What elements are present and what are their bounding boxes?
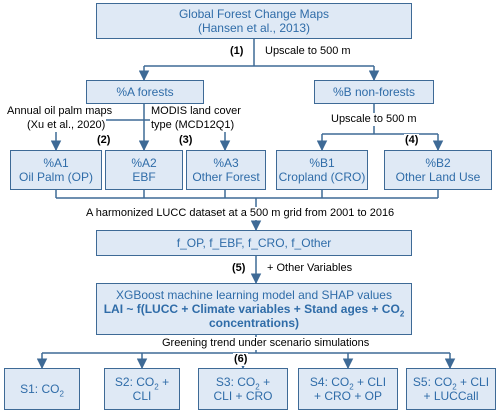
nonforests-box: %B non-forests xyxy=(314,80,434,104)
global-forest-change-title: Global Forest Change Maps xyxy=(178,7,330,21)
scenario-box-s5: S5: CO2 + CLI + LUCCall xyxy=(406,368,496,410)
class-box-a2: %A2 EBF xyxy=(105,150,183,190)
model-formula: LAI ~ f(LUCC + Climate variables + Stand… xyxy=(103,302,400,316)
fraction-variables-box: f_OP, f_EBF, f_CRO, f_Other xyxy=(96,230,412,256)
scenario-s5-line1: S5: CO2 + CLI xyxy=(412,375,490,392)
forests-label: %A forests xyxy=(116,85,174,99)
model-formula-line: LAI ~ f(LUCC + Climate variables + Stand… xyxy=(103,302,405,319)
class-b2-code: %B2 xyxy=(425,156,451,170)
class-box-a3: %A3 Other Forest xyxy=(186,150,266,190)
scenario-box-s2: S2: CO2 + CLI xyxy=(104,368,180,410)
nonforests-label: %B non-forests xyxy=(332,85,416,99)
scenario-box-s1: S1: CO2 xyxy=(4,368,80,410)
scenario-s4-line2: + CRO + OP xyxy=(313,389,383,403)
step-4-number: (4) xyxy=(404,134,420,147)
forests-box: %A forests xyxy=(86,80,204,104)
scenario-s2-line1: S2: CO2 + xyxy=(114,375,170,392)
scenario-box-s4: S4: CO2 + CLI + CRO + OP xyxy=(298,368,398,410)
scenario-s3-line2: CLI + CRO xyxy=(213,389,273,403)
harmonized-dataset-label: A harmonized LUCC dataset at a 500 m gri… xyxy=(85,207,396,220)
class-box-b2: %B2 Other Land Use xyxy=(384,150,492,190)
class-a1-code: %A1 xyxy=(43,156,69,170)
upscale-nonforest-label: Upscale to 500 m xyxy=(330,113,418,126)
class-b1-code: %B1 xyxy=(309,156,335,170)
scenario-s1-line: S1: CO2 xyxy=(20,382,64,399)
step-1-number: (1) xyxy=(229,45,245,58)
modis-label-type: type (MCD12Q1) xyxy=(150,119,236,132)
scenario-s4-subscript: 2 xyxy=(349,382,354,392)
scenario-s5-text-b: + CLI xyxy=(456,375,490,389)
xgboost-model-box: XGBoost machine learning model and SHAP … xyxy=(96,283,412,335)
scenario-s5-line2: + LUCCall xyxy=(423,389,479,403)
scenario-s4-text: S4: CO xyxy=(309,375,350,389)
class-a3-name: Other Forest xyxy=(192,170,260,184)
step-5-number: (5) xyxy=(231,262,247,275)
step-1-label: Upscale to 500 m xyxy=(264,45,352,58)
scenario-s2-text: S2: CO xyxy=(114,375,155,389)
scenario-s3-line1: S3: CO2 + xyxy=(215,375,271,392)
class-a2-name: EBF xyxy=(132,170,156,184)
model-formula-end: concentrations) xyxy=(208,316,299,330)
class-b2-name: Other Land Use xyxy=(395,170,481,184)
step-3-number: (3) xyxy=(178,134,194,147)
scenario-s2-line2: CLI xyxy=(132,389,152,403)
class-b1-name: Cropland (CRO) xyxy=(278,170,366,184)
scenario-s3-text-b: + xyxy=(259,375,271,389)
greening-trend-label: Greening trend under scenario simulation… xyxy=(161,337,371,350)
oil-palm-maps-citation: (Xu et al., 2020) xyxy=(26,119,107,132)
scenario-s1-text: S1: CO xyxy=(20,382,60,396)
scenario-s1-subscript: 2 xyxy=(59,389,64,399)
class-box-b1: %B1 Cropland (CRO) xyxy=(276,150,368,190)
scenario-s2-text-b: + xyxy=(158,375,170,389)
scenario-s4-text-b: + CLI xyxy=(353,375,387,389)
model-title: XGBoost machine learning model and SHAP … xyxy=(116,288,392,302)
modis-label: MODIS land cover xyxy=(150,105,242,118)
scenario-s5-subscript: 2 xyxy=(452,382,457,392)
fraction-variables-label: f_OP, f_EBF, f_CRO, f_Other xyxy=(176,236,332,250)
scenario-s3-subscript: 2 xyxy=(255,382,260,392)
scenario-s5-text: S5: CO xyxy=(412,375,453,389)
class-box-a1: %A1 Oil Palm (OP) xyxy=(10,150,102,190)
scenario-s4-line1: S4: CO2 + CLI xyxy=(309,375,387,392)
oil-palm-maps-label: Annual oil palm maps xyxy=(6,105,114,118)
step-5-label: + Other Variables xyxy=(266,262,354,275)
step-2-number: (2) xyxy=(96,134,112,147)
step-6-number: (6) xyxy=(233,353,249,366)
scenario-s2-subscript: 2 xyxy=(154,382,159,392)
model-formula-subscript: 2 xyxy=(399,309,405,319)
class-a1-name: Oil Palm (OP) xyxy=(18,170,93,184)
class-a3-code: %A3 xyxy=(213,156,239,170)
global-forest-change-citation: (Hansen et al., 2013) xyxy=(197,21,311,35)
scenario-box-s3: S3: CO2 + CLI + CRO xyxy=(198,368,288,410)
scenario-s3-text: S3: CO xyxy=(215,375,256,389)
class-a2-code: %A2 xyxy=(131,156,157,170)
global-forest-change-box: Global Forest Change Maps (Hansen et al.… xyxy=(96,3,412,39)
